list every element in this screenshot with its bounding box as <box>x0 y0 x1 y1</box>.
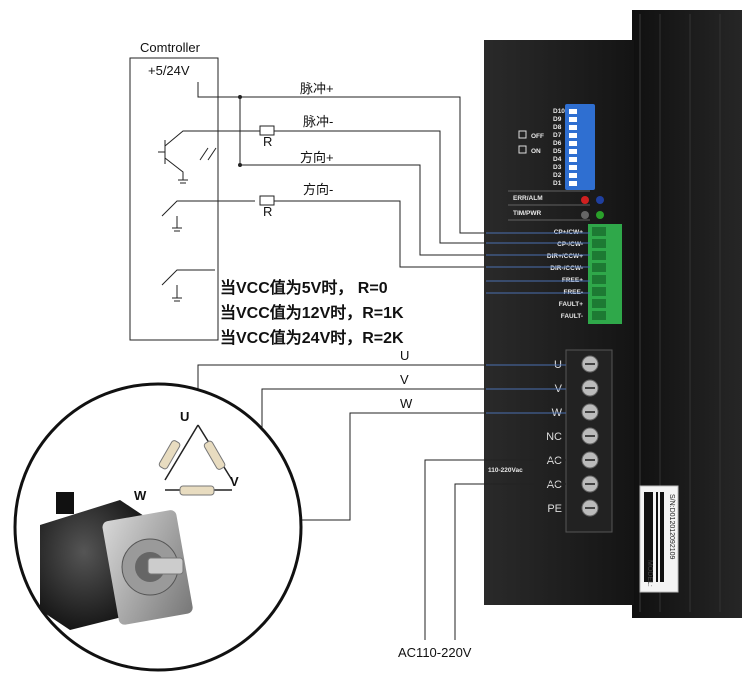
winding-resistor-right-icon <box>203 440 226 470</box>
dip-label: D6 <box>553 140 562 147</box>
wire-w-label: W <box>400 396 413 411</box>
controller: Comtroller +5/24V <box>129 40 255 341</box>
transistor-3 <box>161 269 215 302</box>
controller-title: Comtroller <box>140 40 201 55</box>
power-label: AC <box>547 479 562 491</box>
power-label: AC <box>547 455 562 467</box>
dip-label: D1 <box>553 180 562 187</box>
dip-label: D5 <box>553 148 562 155</box>
controller-box <box>129 57 219 341</box>
stepper-motor-image <box>40 492 193 630</box>
dip-label: D10 <box>553 108 565 115</box>
motor-shaft-icon <box>147 557 184 575</box>
winding-resistor-left-icon <box>158 440 181 470</box>
driver-unit: D10 D9 D8 D7 D6 D5 D4 D3 D2 D1 OFF ON ER… <box>484 10 742 618</box>
switch-off-icon <box>518 130 527 139</box>
motor-inset: U V W <box>13 382 303 672</box>
switch-off-label: OFF <box>531 133 544 140</box>
serial-number: S/N:D012012092109 <box>668 494 675 559</box>
dip-labels: D10 D9 D8 D7 D6 D5 D4 D3 D2 D1 <box>553 108 565 187</box>
terminal-label: DIR-/CCW- <box>550 265 583 272</box>
terminal-label: FAULT+ <box>559 301 583 308</box>
terminal-label: CP-/CW- <box>557 241 583 248</box>
transistor-2 <box>161 200 255 232</box>
label-pulse-plus: 脉冲+ <box>300 81 334 96</box>
dip-label: D4 <box>553 156 562 163</box>
terminal-label: DIR+/CCW+ <box>547 253 583 260</box>
ac-supply-wires: AC110-220V <box>398 459 566 660</box>
ac-input-label: 110-220Vac <box>488 467 523 474</box>
dip-label: D8 <box>553 124 562 131</box>
wire-dir-plus <box>239 97 512 256</box>
pwr-led-icon <box>596 211 604 219</box>
switch-mark-icon <box>199 147 209 161</box>
ac-supply-label: AC110-220V <box>398 645 472 660</box>
terminal-label: FAULT- <box>561 313 583 320</box>
winding-resistor-bottom-icon <box>179 485 215 496</box>
motor-v-label: V <box>230 474 239 489</box>
err-led2-icon <box>596 196 604 204</box>
err-led-icon <box>581 196 589 204</box>
vcc-notes: 当VCC值为5V时， R=0 当VCC值为12V时，R=1K 当VCC值为24V… <box>220 278 404 347</box>
label-pulse-minus: 脉冲- <box>303 114 333 129</box>
led-err-label: ERR/ALM <box>513 195 543 202</box>
power-terminal-screws <box>581 355 599 517</box>
switch-on-icon <box>518 145 527 154</box>
motor-w-label: W <box>134 488 147 503</box>
wire-ac-2 <box>454 483 566 640</box>
barcode <box>644 492 664 582</box>
dip-switch-levers <box>569 109 577 186</box>
wire-ac-1 <box>424 459 566 640</box>
wire-v-label: V <box>400 372 409 387</box>
resistor-2-label: R <box>263 204 272 219</box>
label-dir-plus: 方向+ <box>300 150 334 165</box>
transistor-1 <box>158 130 250 184</box>
dip-label: D2 <box>553 172 562 179</box>
vcc-note-24v: 当VCC值为24V时，R=2K <box>220 328 404 347</box>
resistor-1-label: R <box>263 134 272 149</box>
winding-triangle <box>158 424 233 496</box>
dip-label: D3 <box>553 164 562 171</box>
power-label: PE <box>547 503 562 515</box>
vcc-note-5v: 当VCC值为5V时， R=0 <box>220 278 388 297</box>
wire-pulse-plus <box>197 82 512 234</box>
wire-u-label: U <box>400 348 409 363</box>
motor-u-label: U <box>180 409 189 424</box>
model-label: MODEL: <box>646 560 653 587</box>
label-dir-minus: 方向- <box>303 182 333 197</box>
wire-dir-minus <box>274 200 512 268</box>
dip-label: D7 <box>553 132 562 139</box>
signal-wires: 脉冲+ R 脉冲- 方向+ R 方向- <box>197 81 590 294</box>
switch-on-label: ON <box>531 148 541 155</box>
wire-pulse-minus <box>274 130 512 244</box>
tim-led-icon <box>581 211 589 219</box>
power-label: NC <box>546 431 562 443</box>
dip-label: D9 <box>553 116 562 123</box>
led-tim-label: TIM/PWR <box>513 210 541 217</box>
motor-connector-icon <box>56 492 74 514</box>
vcc-note-12v: 当VCC值为12V时，R=1K <box>220 303 404 322</box>
signal-terminal-screws <box>592 227 606 320</box>
controller-supply: +5/24V <box>148 63 190 78</box>
